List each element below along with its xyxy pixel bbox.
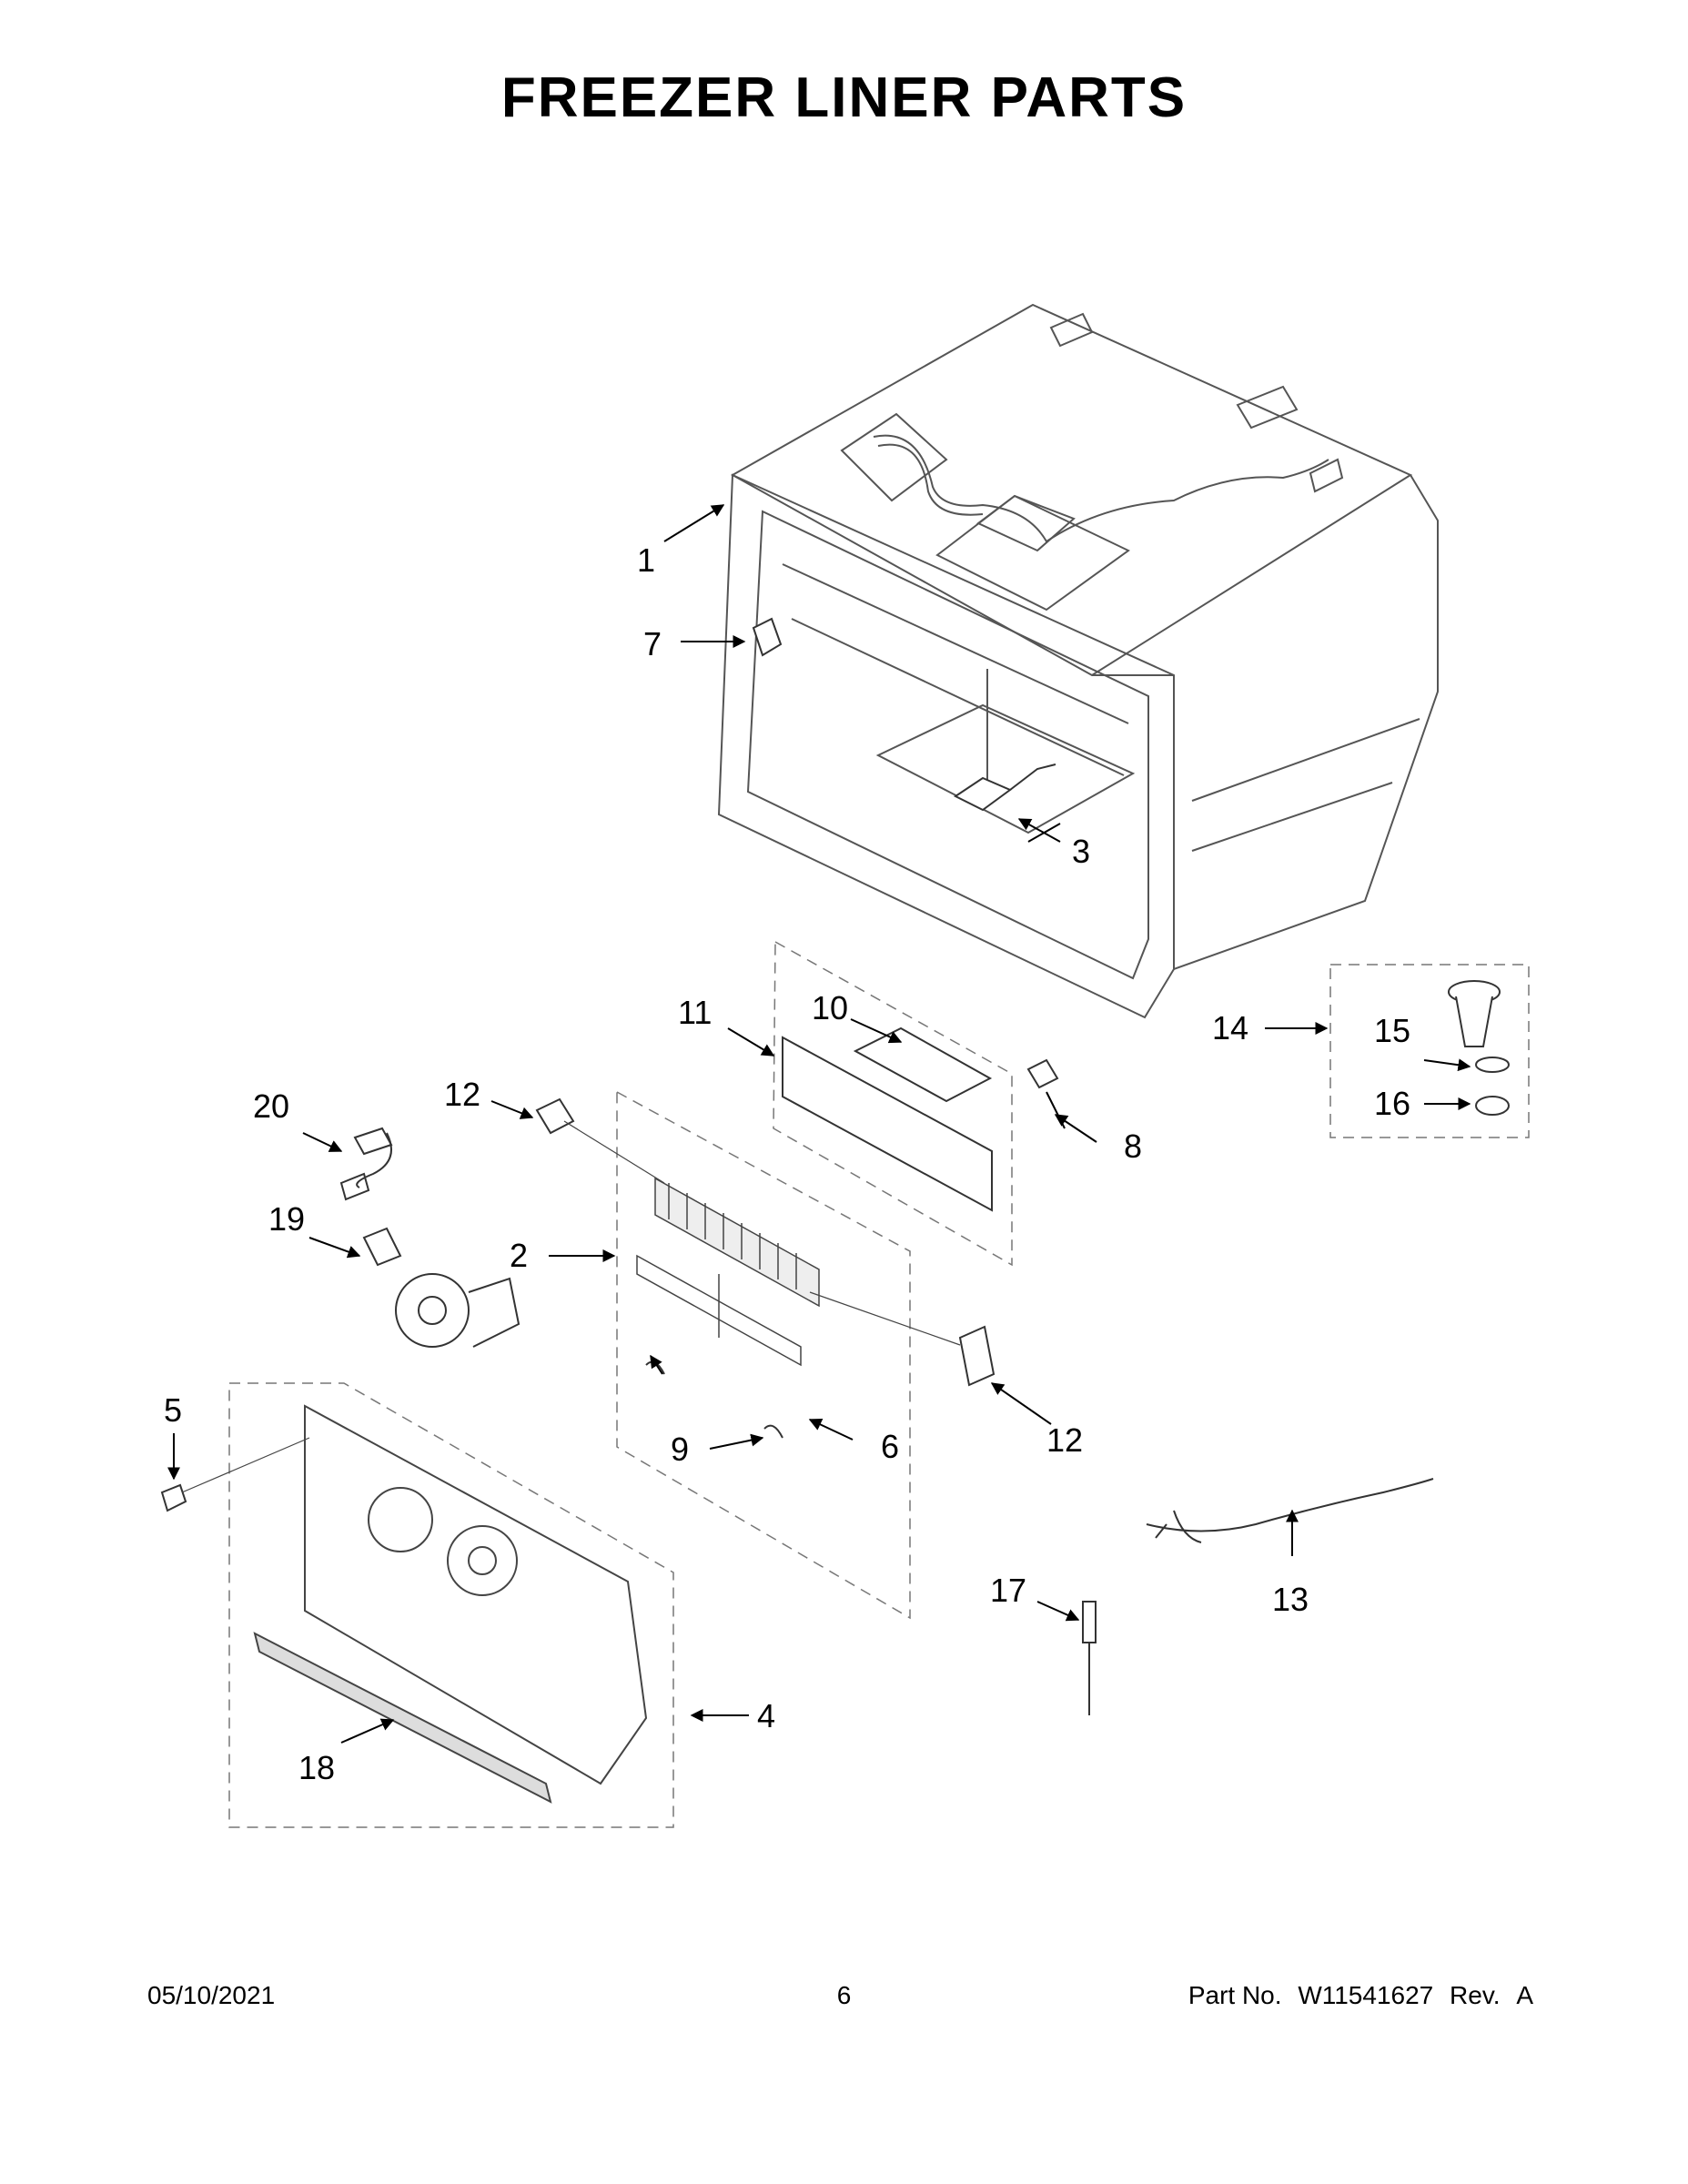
callout-3: 3: [1072, 833, 1090, 870]
part-7-switch: [752, 617, 783, 657]
callout-20: 20: [253, 1087, 289, 1125]
callout-2: 2: [510, 1237, 528, 1274]
part-19-fan-motor: [362, 1227, 521, 1348]
footer-date: 05/10/2021: [147, 1981, 276, 2009]
part-20-harness: [339, 1127, 393, 1201]
part-label: Part No.: [1188, 1981, 1282, 2009]
callout-7: 7: [643, 625, 662, 662]
callout-8: 8: [1124, 1127, 1142, 1165]
page-title: FREEZER LINER PARTS: [500, 66, 1188, 129]
callout-13: 13: [1272, 1581, 1309, 1618]
callout-4: 4: [757, 1697, 775, 1734]
footer-part-number: Part No. W11541627 Rev. A: [1188, 1981, 1533, 2010]
callout-11: 11: [678, 994, 712, 1031]
callout-labels: 1 2 3 4 5 6 7 8 9 10 11 12 12 13 14 15 1…: [164, 541, 1410, 1786]
callout-1: 1: [637, 541, 655, 579]
callout-15: 15: [1374, 1012, 1410, 1049]
part-3-sensor: [954, 763, 1056, 812]
callout-5: 5: [164, 1391, 182, 1429]
callout-18: 18: [298, 1749, 335, 1786]
callout-9: 9: [671, 1431, 689, 1468]
part-number: W11541627: [1298, 1981, 1434, 2009]
rev-value: A: [1516, 1981, 1533, 2009]
callout-17: 17: [990, 1572, 1026, 1609]
drain-group: [1329, 964, 1530, 1138]
callout-16: 16: [1374, 1085, 1410, 1122]
callout-19: 19: [268, 1200, 305, 1238]
callout-12a: 12: [444, 1076, 480, 1113]
footer-page-number: 6: [836, 1981, 852, 2009]
callout-arrows: [167, 504, 1471, 1744]
part-13-wire-harness: [1146, 1478, 1434, 1543]
part-17-thermistor: [1082, 1601, 1097, 1715]
callout-6: 6: [881, 1428, 899, 1465]
evaporator-group: [535, 940, 1059, 1620]
freezer-liner: [717, 303, 1439, 1019]
callout-10: 10: [812, 989, 848, 1026]
callout-12b: 12: [1046, 1421, 1083, 1459]
callout-14: 14: [1212, 1009, 1248, 1046]
rev-label: Rev.: [1450, 1981, 1501, 2009]
fan-cover-group: [160, 1382, 674, 1828]
